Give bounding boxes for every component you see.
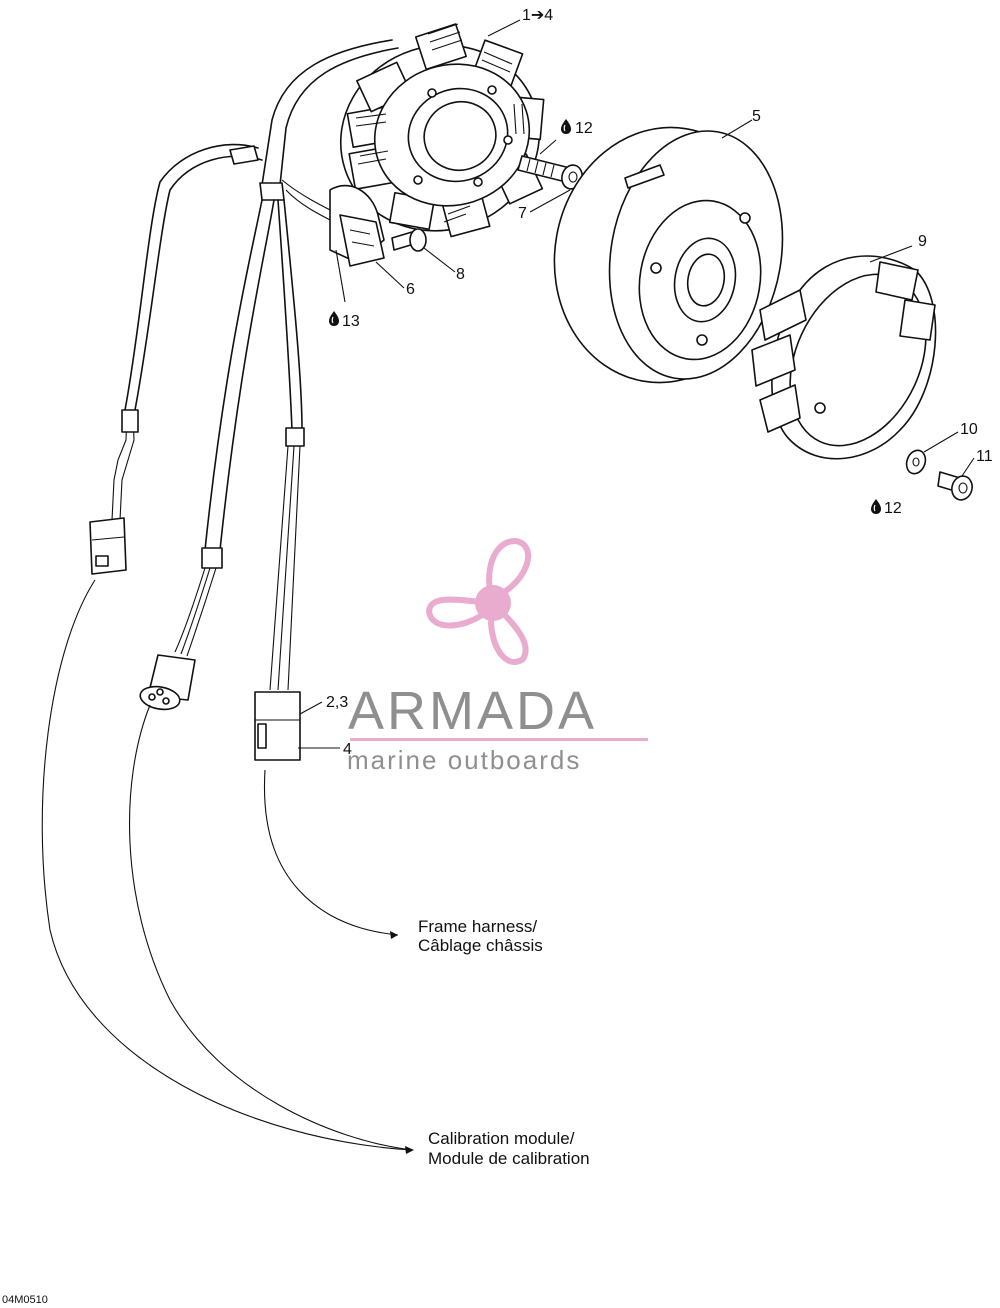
callout-8: 8 [456, 266, 465, 283]
callout-12-top: 12 [575, 120, 593, 137]
callout-6: 6 [406, 281, 415, 298]
oil-drop-icon [871, 499, 881, 514]
calibration-note-fr: Module de calibration [428, 1149, 590, 1168]
screw-11 [937, 471, 973, 501]
wire-harness [89, 39, 399, 761]
leader-lines [41, 19, 975, 1154]
armada-watermark: ARMADA marine outboards [347, 537, 648, 775]
callout-5: 5 [752, 108, 761, 125]
callout-4: 4 [343, 741, 352, 758]
figure-code: 04M0510 [2, 1294, 48, 1306]
ring-9 [751, 255, 937, 460]
callout-2-3: 2,3 [326, 694, 348, 711]
callout-9: 9 [918, 233, 927, 250]
watermark-brand: ARMADA [348, 681, 597, 741]
frame-harness-note-en: Frame harness/ [418, 917, 537, 936]
callout-1-4: 1➔4 [522, 7, 553, 24]
oil-drop-icon [329, 311, 339, 326]
callout-13: 13 [342, 313, 360, 330]
washer-10 [905, 449, 927, 475]
destination-notes: Frame harness/ Câblage châssis Calibrati… [418, 917, 590, 1168]
frame-harness-note-fr: Câblage châssis [418, 936, 543, 955]
trigger-coil [329, 184, 385, 267]
callout-10: 10 [960, 421, 978, 438]
stator-assembly [339, 23, 545, 238]
propeller-logo-icon [425, 537, 532, 665]
oil-drop-icon [561, 119, 571, 134]
rotor-flywheel [553, 126, 784, 384]
callout-11: 11 [976, 448, 993, 465]
watermark-tagline: marine outboards [347, 745, 581, 775]
callout-7: 7 [518, 205, 527, 222]
screw-8 [391, 228, 427, 252]
callout-labels: 1➔4 5 12 7 8 6 13 9 10 11 12 2,3 4 [326, 7, 993, 758]
calibration-note-en: Calibration module/ [428, 1129, 575, 1148]
callout-12-bottom: 12 [884, 500, 902, 517]
